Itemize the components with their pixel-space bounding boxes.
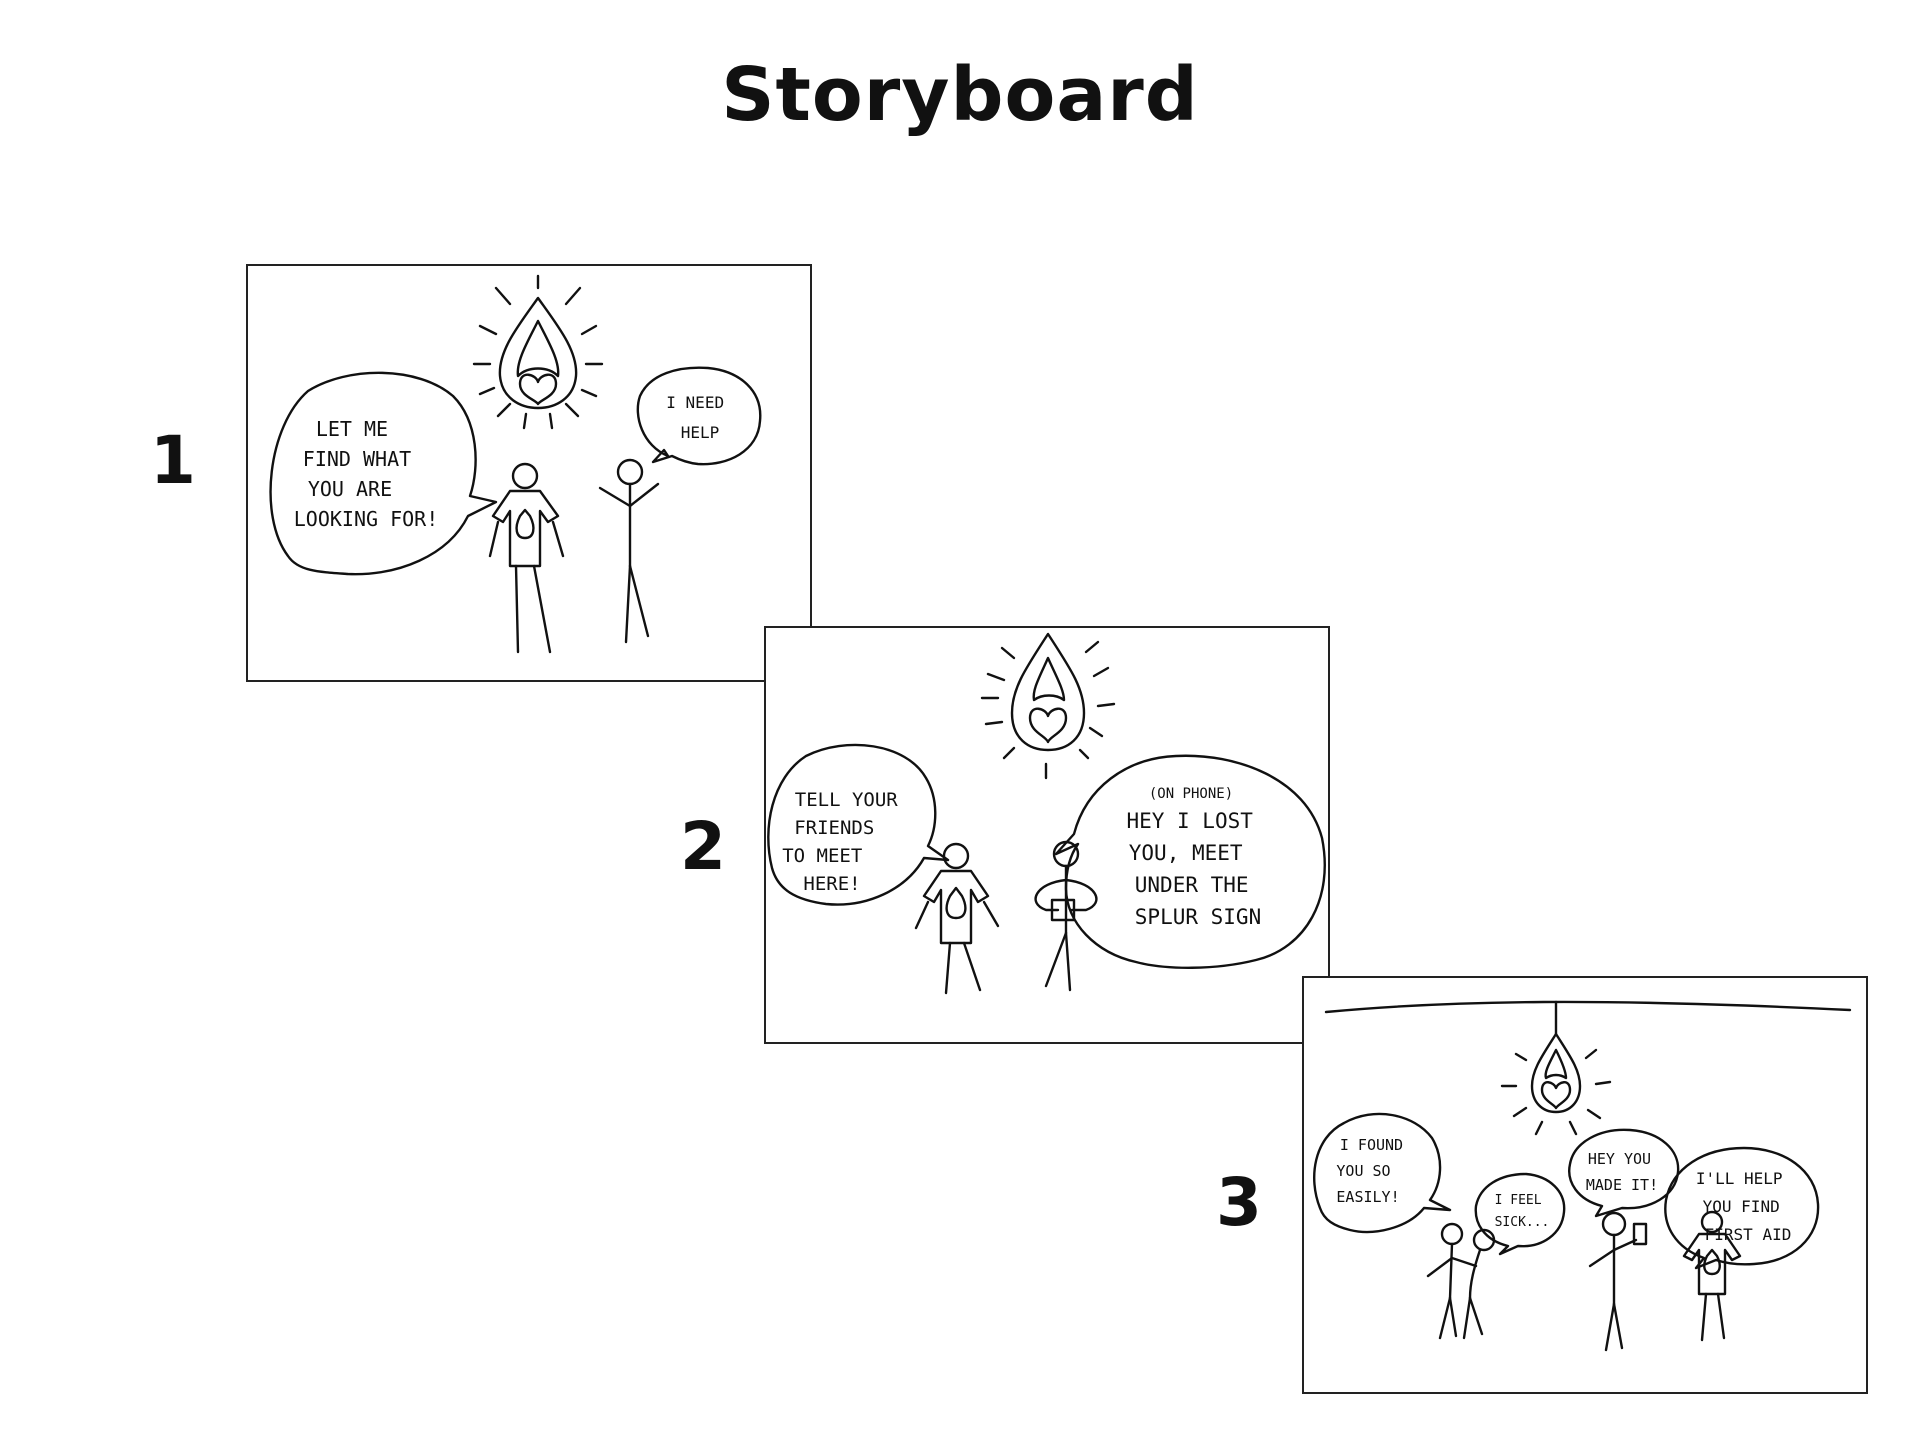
sign-lamp-icon <box>980 632 1116 780</box>
speech-bubble-1 <box>1313 1112 1452 1234</box>
storyboard-panel-1: LET ME FIND WHAT YOU ARE LOOKING FOR! I … <box>246 264 812 682</box>
bubble-3-1-text: I FOUND YOU SO EASILY! <box>1336 1136 1412 1206</box>
bubble-1-right-text: I NEED HELP <box>666 393 733 442</box>
speech-bubble-3 <box>1568 1128 1680 1218</box>
panel-number-3: 3 <box>1216 1164 1262 1241</box>
bubble-2-right-note: (ON PHONE) <box>1149 786 1233 802</box>
storyboard-panel-3: I FOUND YOU SO EASILY! I FEEL SICK... HE… <box>1302 976 1868 1394</box>
person-with-phone-figure <box>1588 1211 1648 1352</box>
panel-number-2: 2 <box>680 808 726 885</box>
helper-figure <box>914 842 1000 995</box>
speech-bubble-right <box>636 366 762 466</box>
storyboard-panel-2: TELL YOUR FRIENDS TO MEET HERE! (ON PHON… <box>764 626 1330 1044</box>
panel-1-drawing: LET ME FIND WHAT YOU ARE LOOKING FOR! I … <box>269 274 762 654</box>
page-title: Storyboard <box>721 52 1199 138</box>
bubble-2-left-text: TELL YOUR FRIENDS TO MEET HERE! <box>782 789 909 895</box>
speech-bubble-left <box>767 743 950 906</box>
speech-bubble-4 <box>1664 1146 1820 1270</box>
sign-lamp-icon <box>1500 1032 1612 1136</box>
person-figure <box>598 458 660 644</box>
panel-number-1: 1 <box>150 422 196 499</box>
panel-2-drawing: TELL YOUR FRIENDS TO MEET HERE! (ON PHON… <box>767 632 1326 995</box>
bubble-3-3-text: HEY YOU MADE IT! <box>1586 1150 1660 1194</box>
bubble-1-left-text: LET ME FIND WHAT YOU ARE LOOKING FOR! <box>294 417 439 531</box>
bubble-3-4-text: I'LL HELP YOU FIND FIRST AID <box>1696 1169 1792 1244</box>
helper-figure <box>488 462 565 654</box>
friends-figures <box>1426 1222 1496 1340</box>
speech-bubble-left <box>269 371 498 576</box>
ceiling-line <box>1324 1000 1852 1014</box>
bubble-3-2-text: I FEEL SICK... <box>1495 1193 1550 1230</box>
bubble-2-right-text: HEY I LOST YOU, MEET UNDER THE SPLUR SIG… <box>1126 809 1265 929</box>
speech-bubble-2 <box>1474 1172 1566 1256</box>
panel-3-drawing: I FOUND YOU SO EASILY! I FEEL SICK... HE… <box>1313 1000 1852 1352</box>
sign-lamp-icon <box>472 274 604 430</box>
phone-figure <box>1034 840 1098 992</box>
helper-figure <box>1682 1210 1742 1342</box>
